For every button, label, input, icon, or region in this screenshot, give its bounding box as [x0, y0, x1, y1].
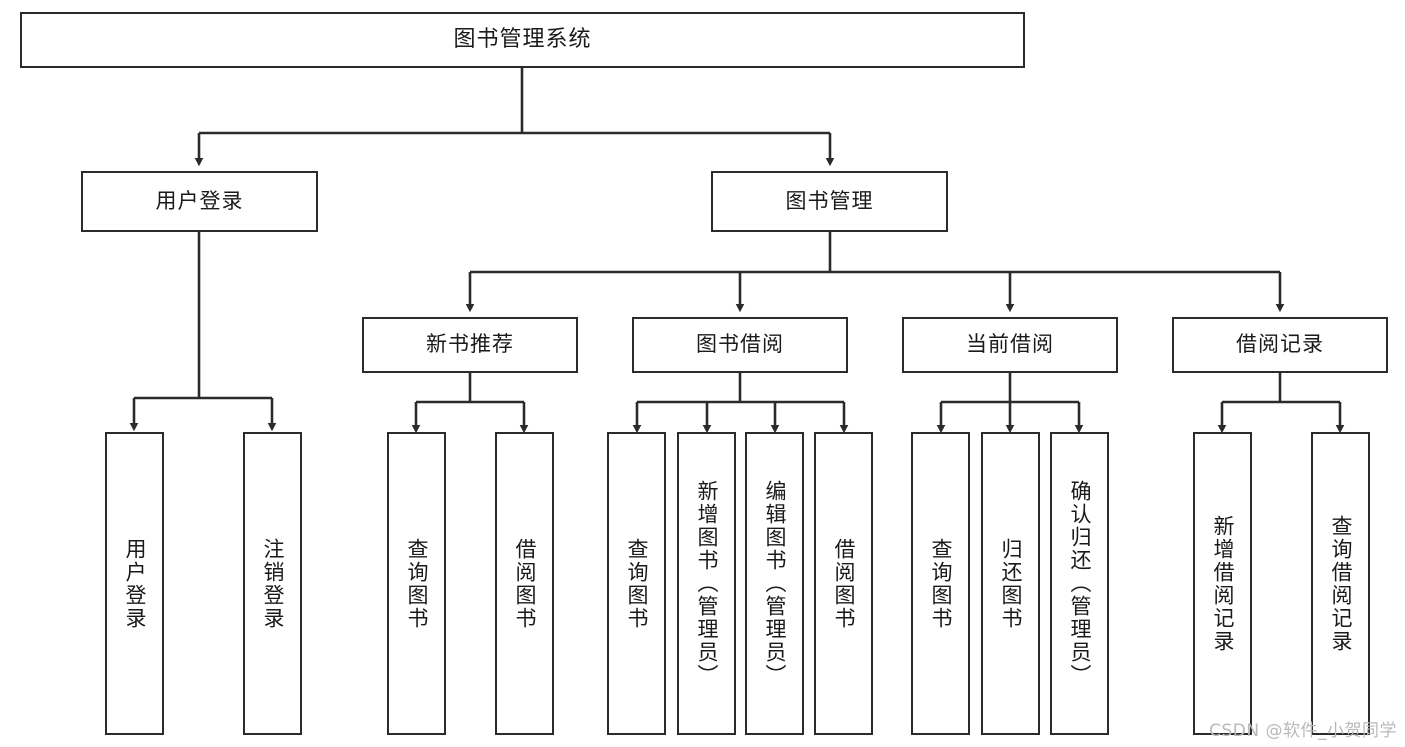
leaf-logout-label: 注销登录	[261, 537, 285, 630]
node-root-label: 图书管理系统	[453, 26, 592, 52]
leaf-borrow-book-new[interactable]: 借阅图书	[495, 432, 554, 735]
node-user-login[interactable]: 用户登录	[81, 171, 318, 232]
node-borrow-record-label: 借阅记录	[1236, 332, 1324, 357]
leaf-confirm-return-admin-label: 确认归还（管理员）	[1068, 480, 1092, 687]
leaf-add-borrow-record[interactable]: 新增借阅记录	[1193, 432, 1252, 735]
leaf-query-borrow-record[interactable]: 查询借阅记录	[1311, 432, 1370, 735]
leaf-query-book-current-label: 查询图书	[929, 537, 953, 630]
leaf-query-book-new[interactable]: 查询图书	[387, 432, 446, 735]
leaf-borrow-book-label: 借阅图书	[832, 537, 856, 630]
leaf-confirm-return-admin[interactable]: 确认归还（管理员）	[1050, 432, 1109, 735]
node-book-borrow[interactable]: 图书借阅	[632, 317, 848, 373]
node-current-borrow[interactable]: 当前借阅	[902, 317, 1118, 373]
node-borrow-record[interactable]: 借阅记录	[1172, 317, 1388, 373]
node-book-management[interactable]: 图书管理	[711, 171, 948, 232]
node-current-borrow-label: 当前借阅	[966, 332, 1054, 357]
node-book-management-label: 图书管理	[785, 188, 874, 213]
node-root-system[interactable]: 图书管理系统	[20, 12, 1025, 68]
leaf-query-book-borrow[interactable]: 查询图书	[607, 432, 666, 735]
node-new-book-recommend[interactable]: 新书推荐	[362, 317, 578, 373]
leaf-borrow-book-new-label: 借阅图书	[513, 537, 537, 630]
node-book-borrow-label: 图书借阅	[696, 332, 784, 357]
leaf-edit-book-admin[interactable]: 编辑图书（管理员）	[745, 432, 804, 735]
leaf-query-book-current[interactable]: 查询图书	[911, 432, 970, 735]
leaf-query-borrow-record-label: 查询借阅记录	[1329, 514, 1353, 653]
leaf-logout[interactable]: 注销登录	[243, 432, 302, 735]
leaf-query-book-borrow-label: 查询图书	[625, 537, 649, 630]
watermark: CSDN @软件_小贺同学	[1209, 721, 1397, 741]
leaf-user-login[interactable]: 用户登录	[105, 432, 164, 735]
leaf-add-book-admin[interactable]: 新增图书（管理员）	[677, 432, 736, 735]
leaf-borrow-book[interactable]: 借阅图书	[814, 432, 873, 735]
leaf-return-book[interactable]: 归还图书	[981, 432, 1040, 735]
leaf-add-book-admin-label: 新增图书（管理员）	[695, 480, 719, 687]
node-user-login-label: 用户登录	[155, 188, 244, 213]
leaf-edit-book-admin-label: 编辑图书（管理员）	[763, 480, 787, 687]
leaf-user-login-label: 用户登录	[123, 537, 147, 630]
leaf-return-book-label: 归还图书	[999, 537, 1023, 630]
leaf-add-borrow-record-label: 新增借阅记录	[1211, 514, 1235, 653]
node-new-book-recommend-label: 新书推荐	[426, 332, 514, 357]
leaf-query-book-new-label: 查询图书	[405, 537, 429, 630]
